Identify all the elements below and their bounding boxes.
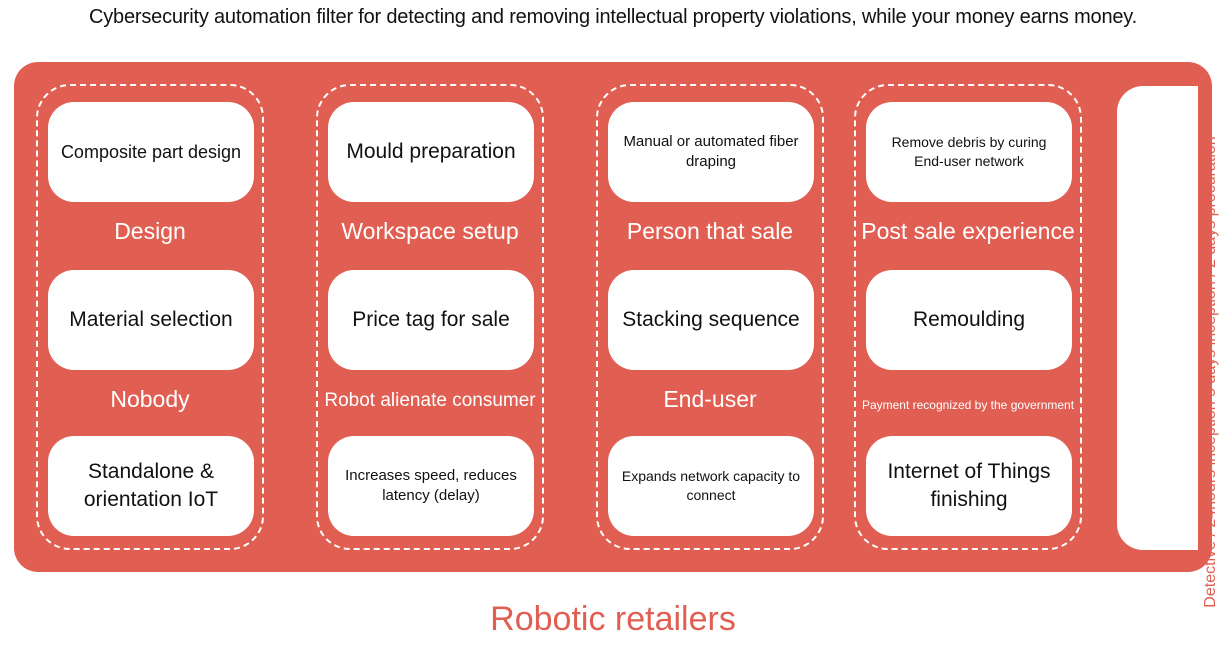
label-robot-alienate-consumer: Robot alienate consumer [324, 390, 536, 411]
label-workspace-setup: Workspace setup [341, 218, 519, 244]
card-increases-speed: Increases speed, reduces latency (delay) [328, 436, 534, 536]
page-title: Cybersecurity automation filter for dete… [89, 6, 1137, 28]
card-fiber-draping: Manual or automated fiber draping [608, 102, 814, 202]
label-post-sale-experience: Post sale experience [861, 218, 1075, 244]
card-stacking-sequence: Stacking sequence [608, 270, 814, 370]
column-person-that-sale: Manual or automated fiber draping Person… [596, 84, 824, 550]
card-remove-debris: Remove debris by curing End-user network [866, 102, 1072, 202]
column-post-sale: Remove debris by curing End-user network… [854, 84, 1082, 550]
card-composite-part-design: Composite part design [48, 102, 254, 202]
label-nobody: Nobody [110, 386, 190, 412]
label-end-user: End-user [663, 386, 757, 412]
card-price-tag: Price tag for sale [328, 270, 534, 370]
footer-title: Robotic retailers [490, 600, 736, 638]
side-label-text: Detective / 24hours inception 5 days inc… [1202, 136, 1219, 608]
side-tab [1117, 86, 1198, 550]
card-remoulding: Remoulding [866, 270, 1072, 370]
column-workspace: Mould preparation Workspace setup Price … [316, 84, 544, 550]
card-expands-network: Expands network capacity to connect [608, 436, 814, 536]
card-material-selection: Material selection [48, 270, 254, 370]
label-design: Design [114, 218, 186, 244]
column-design: Composite part design Design Material se… [36, 84, 264, 550]
card-mould-preparation: Mould preparation [328, 102, 534, 202]
label-person-that-sale: Person that sale [626, 218, 794, 244]
label-payment-recognized: Payment recognized by the government [861, 398, 1075, 412]
process-panel: Composite part design Design Material se… [14, 62, 1219, 608]
card-standalone-orientation: Standalone & orientation IoT [48, 436, 254, 536]
card-iot-finishing: Internet of Things finishing [866, 436, 1072, 536]
